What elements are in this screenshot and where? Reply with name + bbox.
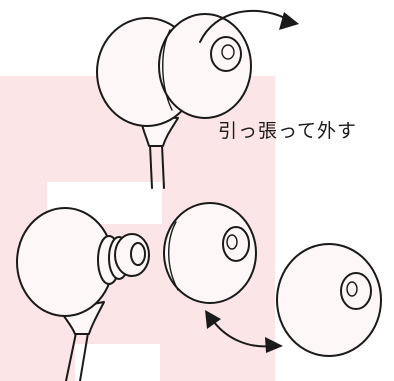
- eartip-replacement: [276, 243, 382, 357]
- eartip-removed: [163, 202, 257, 304]
- instruction-caption: 引っ張って外す: [218, 120, 358, 142]
- earbud-bottom-cable: [65, 332, 77, 381]
- eartip-attached-hole: [210, 36, 242, 72]
- eartip-replacement-hole: [340, 272, 372, 310]
- earbud-top-cable: [149, 144, 153, 189]
- eartip-attached: [158, 13, 252, 119]
- earbud-top-cable-edge: [161, 144, 165, 189]
- earbud-bottom: [16, 207, 150, 381]
- pull-arrow: [199, 9, 299, 43]
- earbud-bottom-cable-edge: [79, 332, 89, 381]
- swap-arrow: [205, 310, 283, 353]
- earbud-nozzle: [97, 233, 150, 285]
- eartip-removed-hole: [222, 226, 250, 262]
- earbud-top: [96, 13, 252, 189]
